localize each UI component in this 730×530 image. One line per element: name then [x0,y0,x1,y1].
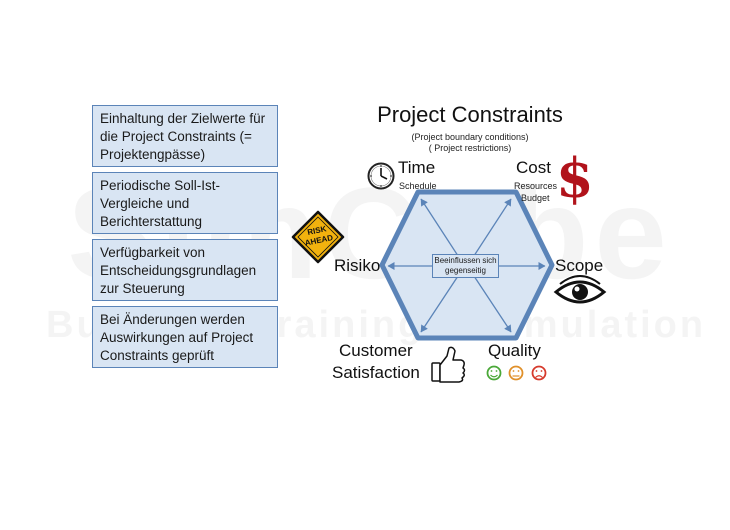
node-sub-resources: Resources [514,181,558,191]
node-sub-schedule: Schedule [399,181,437,191]
node-label-quality: Quality [488,341,541,360]
node-label-time: Time [398,158,436,177]
node-label-cost: Cost [516,158,551,177]
node-label-risk: Risiko [334,256,381,275]
checklist-item-decision-basis: Verfügbarkeit von Entscheidungsgrundlage… [92,239,278,301]
checklist-item-plan-actual: Periodische Soll-Ist-Vergleiche und Beri… [92,172,278,234]
center-influence-box: Beeinflussen sich gegenseitig [432,254,499,278]
checklist-item-change-impact: Bei Änderungen werden Auswirkungen auf P… [92,306,278,368]
diagram-title: Project Constraints [377,102,563,127]
thumbs-up-icon [431,346,466,383]
smiley-sad-icon [531,365,547,381]
arrow-time-quality [420,198,463,263]
smiley-neutral-icon [508,365,524,381]
diagram-subtitle-1: (Project boundary conditions) [411,132,529,142]
checklist-item-target-values: Einhaltung der Zielwerte für die Project… [92,105,278,167]
arrow-time-quality-2 [469,269,512,333]
risk-sign-icon [291,210,345,264]
clock-icon [367,162,395,190]
eye-icon [553,275,607,304]
node-sub-budget: Budget [521,193,550,203]
dollar-icon: $ [556,146,594,210]
arrow-cost-customer [469,198,512,263]
smiley-happy-icon [486,365,502,381]
node-label-satisfaction: Satisfaction [332,363,420,382]
arrow-cost-customer-2 [420,269,463,333]
diagram-subtitle-2: ( Project restrictions) [428,143,512,153]
node-label-scope: Scope [555,256,604,275]
node-label-customer: Customer [339,341,413,360]
